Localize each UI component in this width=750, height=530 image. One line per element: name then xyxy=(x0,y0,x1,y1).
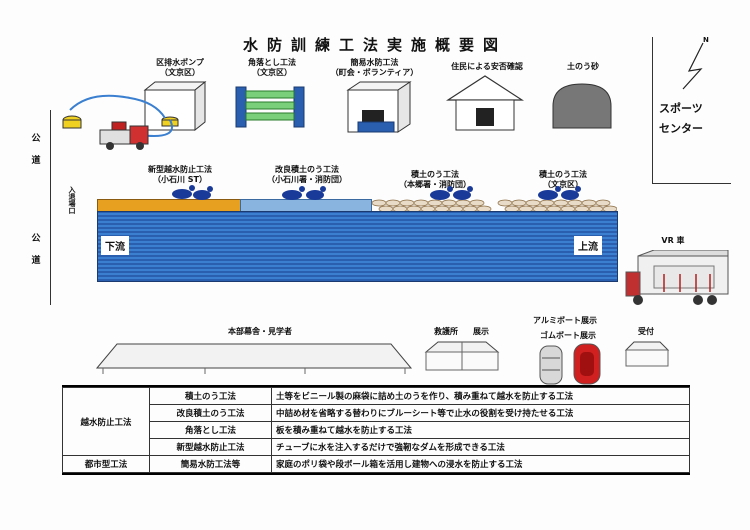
anpi-house-illustration xyxy=(446,75,524,131)
uketsuke-tent xyxy=(624,341,670,367)
gomu-boat-label: ゴムボート展示 xyxy=(540,331,596,340)
shingata-label: 新型越水防止工法 （小石川 ST） xyxy=(148,165,212,184)
anpi-label: 住民による安否確認 xyxy=(451,62,523,71)
boats-illustration xyxy=(539,343,601,385)
description-cell: 家庭のポリ袋や段ボール箱を活用し建物への浸水を防止する工法 xyxy=(271,455,690,473)
upstream-label: 上流 xyxy=(574,236,602,255)
pump-label: 区排水ポンプ （文京区） xyxy=(156,58,204,77)
tenji-label: 展示 xyxy=(473,327,489,336)
method-cell: 積土のう工法 xyxy=(148,387,273,405)
sandbag-label: 土のう砂 xyxy=(567,62,599,71)
table-row: 角落とし工法 板を積み重ねて越水を防止する工法 xyxy=(63,421,690,439)
downstream-label: 下流 xyxy=(101,236,129,255)
aluminum-boat-label: アルミボート展示 xyxy=(533,316,597,325)
north-label: N xyxy=(703,36,709,44)
table-row: 都市型工法 簡易水防工法等 家庭のポリ袋や段ボール箱を活用し建物への浸水を防止す… xyxy=(62,455,690,473)
sandbag-sand-illustration xyxy=(552,83,612,129)
vr-car-label: VR 車 xyxy=(661,236,685,245)
river xyxy=(97,211,618,282)
method-cell: 新型越水防止工法 xyxy=(148,438,273,456)
method-cell: 改良積土のう工法 xyxy=(148,404,273,422)
kadootoshi-illustration xyxy=(235,86,305,128)
description-cell: チューブに水を注入するだけで強靭なダムを形成できる工法 xyxy=(271,438,690,456)
method-cell: 簡易水防工法等 xyxy=(148,455,273,473)
road-line xyxy=(50,110,51,305)
honbu-label: 本部幕舎・見学者 xyxy=(228,327,292,336)
kyugo-label: 救護所 xyxy=(434,327,458,336)
pump-illustration xyxy=(62,80,207,150)
table-row: 改良積土のう工法 中詰め材を省略する替わりにブルーシート等で止水の役割を受け持た… xyxy=(63,404,690,422)
honbu-tent xyxy=(95,343,413,374)
tsumi1-label: 積土のう工法 （本郷署・消防団） xyxy=(399,170,471,189)
sandbag-wall-1 xyxy=(371,199,492,213)
description-cell: 板を積み重ねて越水を防止する工法 xyxy=(271,421,690,439)
sports-center-box: N スポーツ センター xyxy=(652,36,731,184)
road-upper-label: 公 道 xyxy=(31,134,41,166)
kanni-illustration xyxy=(346,81,412,133)
description-cell: 中詰め材を省略する替わりにブルーシート等で止水の役割を受け持たせる工法 xyxy=(271,404,690,422)
north-arrow-icon xyxy=(682,42,704,90)
summary-table: 越水防止工法 積土のう工法 土等をビニール製の麻袋に詰め土のうを作り、積み重ねて… xyxy=(62,387,690,473)
uketsuke-label: 受付 xyxy=(638,327,654,336)
description-cell: 土等をビニール製の麻袋に詰め土のうを作り、積み重ねて越水を防止する工法 xyxy=(271,387,690,405)
table-row: 越水防止工法 積土のう工法 土等をビニール製の麻袋に詰め土のうを作り、積み重ねて… xyxy=(62,387,690,456)
sports-center-label: スポーツ センター xyxy=(659,102,703,135)
kanni-label: 簡易水防工法 （町会・ボランティア） xyxy=(330,58,419,77)
workers-illustration xyxy=(172,185,581,200)
method-cell: 角落とし工法 xyxy=(148,421,273,439)
tsumi2-label: 積土のう工法 （文京区） xyxy=(539,170,587,189)
kadootoshi-label: 角落とし工法 （文京区） xyxy=(248,58,296,77)
category-cell: 都市型工法 xyxy=(62,455,150,473)
vr-car-illustration xyxy=(625,250,729,305)
category-cell: 越水防止工法 xyxy=(62,387,150,456)
kyugo-tenji-tents xyxy=(424,341,500,371)
table-row: 新型越水防止工法 チューブに水を注入するだけで強靭なダムを形成できる工法 xyxy=(63,438,690,456)
road-lower-label: 公 道 xyxy=(31,234,41,266)
entrance-label: 入 退 場 口 xyxy=(68,186,76,215)
page-title: 水防訓練工法実施概要図 xyxy=(242,36,507,54)
summary-table-wrap: 越水防止工法 積土のう工法 土等をビニール製の麻袋に詰め土のうを作り、積み重ねて… xyxy=(62,385,690,475)
kairyo-label: 改良積土のう工法 （小石川署・消防団） xyxy=(267,165,347,184)
